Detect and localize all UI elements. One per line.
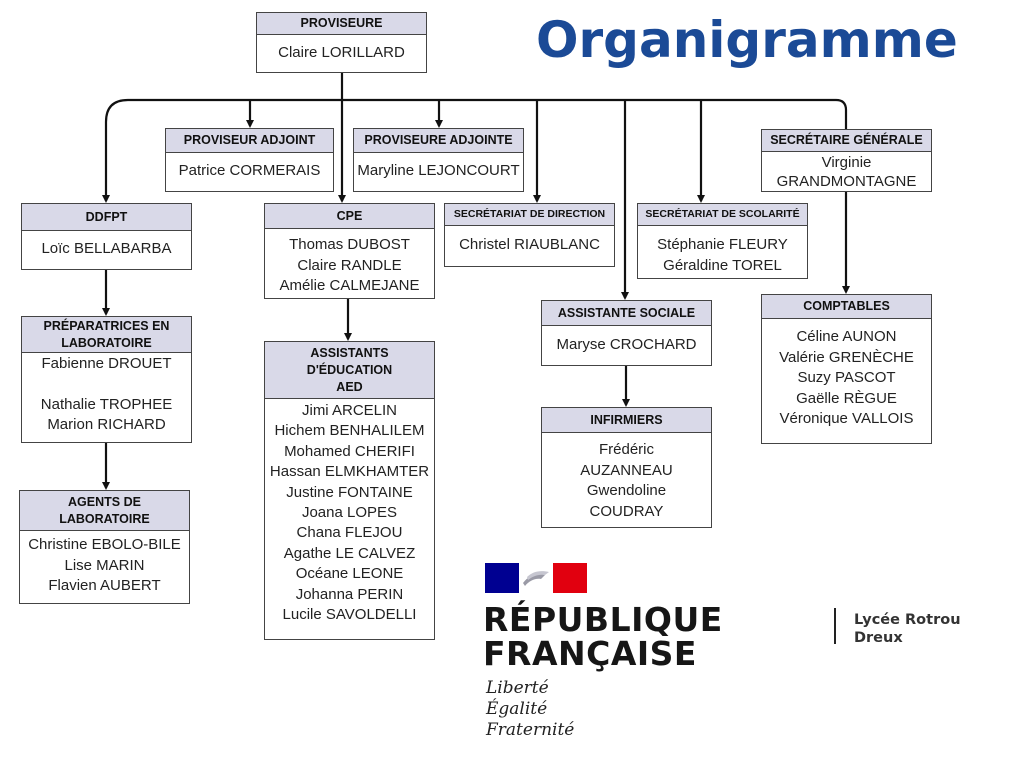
- box-cpe: CPE Thomas DUBOST Claire RANDLE Amélie C…: [264, 203, 435, 299]
- school-name: Lycée Rotrou: [854, 612, 961, 628]
- person-name: Justine FONTAINE: [286, 483, 413, 501]
- box-secretariat-direction: SECRÉTARIAT DE DIRECTION Christel RIAUBL…: [444, 203, 615, 267]
- person-name: Céline AUNON: [796, 328, 897, 345]
- person-name: Loïc BELLABARBA: [41, 240, 172, 257]
- person-name: Gaëlle RÈGUE: [796, 389, 897, 407]
- republique-francaise-logo: RÉPUBLIQUE FRANÇAISE Liberté Égalité Fra…: [476, 556, 976, 746]
- box-role-label: PROVISEUR ADJOINT: [166, 129, 333, 153]
- person-name: Patrice CORMERAIS: [178, 162, 321, 179]
- person-name: Gwendoline: [586, 482, 667, 499]
- person-name: Amélie CALMEJANE: [279, 277, 420, 294]
- person-name: Véronique VALLOIS: [779, 410, 914, 427]
- box-names: Céline AUNON Valérie GRENÈCHE Suzy PASCO…: [762, 319, 931, 430]
- person-name: AUZANNEAU: [580, 461, 673, 479]
- box-infirmiers: INFIRMIERS Frédéric AUZANNEAU Gwendoline…: [541, 407, 712, 528]
- box-names: Thomas DUBOST Claire RANDLE Amélie CALME…: [265, 229, 434, 297]
- person-name: Hichem BENHALILEM: [274, 422, 425, 440]
- box-names: Maryline LEJONCOURT: [354, 153, 523, 182]
- person-name: Lise MARIN: [64, 556, 145, 574]
- person-name: Océane LEONE: [295, 565, 404, 583]
- box-role-label: COMPTABLES: [762, 295, 931, 319]
- person-name: Lucile SAVOLDELLI: [282, 606, 417, 624]
- person-name: Joana LOPES: [301, 504, 398, 522]
- person-name: Marion RICHARD: [47, 416, 166, 433]
- box-role-label: ASSISTANTE SOCIALE: [542, 301, 711, 326]
- box-role-label: CPE: [265, 204, 434, 229]
- person-name: Claire LORILLARD: [278, 44, 405, 61]
- person-name: Thomas DUBOST: [289, 236, 410, 253]
- box-names: Fabienne DROUET Nathalie TROPHEE Marion …: [22, 353, 191, 436]
- box-role-label: SECRÉTAIRE GÉNÉRALE: [762, 130, 931, 152]
- box-role-label: SECRÉTARIAT DE SCOLARITÉ: [638, 204, 807, 226]
- box-comptables: COMPTABLES Céline AUNON Valérie GRENÈCHE…: [761, 294, 932, 444]
- motto-liberte: Liberté: [486, 678, 549, 698]
- box-secretaire-generale: SECRÉTAIRE GÉNÉRALE Virginie GRANDMONTAG…: [761, 129, 932, 192]
- person-name: Agathe LE CALVEZ: [283, 544, 416, 562]
- box-names: Patrice CORMERAIS: [166, 153, 333, 182]
- box-ddfpt: DDFPT Loïc BELLABARBA: [21, 203, 192, 270]
- box-assistante-sociale: ASSISTANTE SOCIALE Maryse CROCHARD: [541, 300, 712, 366]
- person-name: Géraldine TOREL: [663, 256, 782, 274]
- francaise-line: FRANÇAISE: [483, 634, 697, 673]
- person-name: Maryse CROCHARD: [556, 336, 697, 353]
- person-name: Christel RIAUBLANC: [459, 236, 600, 253]
- person-name: Johanna PERIN: [295, 585, 404, 603]
- person-name: Stéphanie FLEURY: [657, 236, 788, 253]
- person-name: Maryline LEJONCOURT: [357, 162, 520, 179]
- box-names: Maryse CROCHARD: [542, 326, 711, 356]
- box-names: Loïc BELLABARBA: [22, 231, 191, 260]
- box-names: Frédéric AUZANNEAU Gwendoline COUDRAY: [542, 433, 711, 522]
- box-role-label: PROVISEURE: [257, 13, 426, 35]
- republique-line: RÉPUBLIQUE: [483, 600, 723, 639]
- box-preparatrices-laboratoire: PRÉPARATRICES EN LABORATOIRE Fabienne DR…: [21, 316, 192, 443]
- box-role-label: SECRÉTARIAT DE DIRECTION: [445, 204, 614, 226]
- motto-egalite: Égalité: [486, 699, 548, 719]
- person-name: Suzy PASCOT: [797, 369, 896, 386]
- box-names: Virginie GRANDMONTAGNE: [762, 152, 931, 191]
- box-proviseure-adjointe: PROVISEURE ADJOINTE Maryline LEJONCOURT: [353, 128, 524, 192]
- person-name: Claire RANDLE: [297, 256, 402, 274]
- person-name: Jimi ARCELIN: [301, 402, 398, 419]
- box-proviseure: PROVISEURE Claire LORILLARD: [256, 12, 427, 73]
- page-title: Organigramme: [536, 11, 958, 69]
- person-name: Nathalie TROPHEE: [40, 395, 173, 413]
- person-name: Frédéric: [598, 441, 654, 458]
- box-assistants-education: ASSISTANTS D'ÉDUCATION AED Jimi ARCELIN …: [264, 341, 435, 640]
- person-name: Mohamed CHERIFI: [284, 442, 415, 460]
- box-role-label: DDFPT: [22, 204, 191, 231]
- person-name: Virginie: [821, 154, 872, 171]
- motto-fraternite: Fraternité: [486, 720, 575, 740]
- school-city: Dreux: [854, 630, 903, 646]
- box-names: Stéphanie FLEURY Géraldine TOREL: [638, 226, 807, 276]
- box-role-label: PROVISEURE ADJOINTE: [354, 129, 523, 153]
- box-agents-laboratoire: AGENTS DE LABORATOIRE Christine EBOLO-BI…: [19, 490, 190, 604]
- person-name: GRANDMONTAGNE: [776, 173, 917, 190]
- box-names: Jimi ARCELIN Hichem BENHALILEM Mohamed C…: [265, 399, 434, 625]
- box-secretariat-scolarite: SECRÉTARIAT DE SCOLARITÉ Stéphanie FLEUR…: [637, 203, 808, 279]
- connector-main-bus: [128, 98, 848, 130]
- person-name: Chana FLEJOU: [296, 524, 403, 542]
- marianne-flag-icon: [485, 563, 587, 593]
- person-name: Christine EBOLO-BILE: [28, 536, 181, 553]
- box-role-label: PRÉPARATRICES EN LABORATOIRE: [22, 317, 191, 353]
- logo-separator: [834, 608, 836, 644]
- box-names: Christine EBOLO-BILE Lise MARIN Flavien …: [20, 531, 189, 597]
- person-name: Flavien AUBERT: [48, 577, 161, 594]
- person-name: Hassan ELMKHAMTER: [269, 463, 430, 481]
- box-role-label: ASSISTANTS D'ÉDUCATION AED: [265, 342, 434, 399]
- box-proviseur-adjoint: PROVISEUR ADJOINT Patrice CORMERAIS: [165, 128, 334, 192]
- person-name: Valérie GRENÈCHE: [779, 348, 914, 366]
- box-role-label: INFIRMIERS: [542, 408, 711, 433]
- person-name-spacer: [22, 375, 191, 395]
- box-names: Christel RIAUBLANC: [445, 226, 614, 256]
- box-role-label: AGENTS DE LABORATOIRE: [20, 491, 189, 531]
- person-name: COUDRAY: [589, 502, 664, 520]
- person-name: Fabienne DROUET: [41, 355, 172, 372]
- box-names: Claire LORILLARD: [257, 35, 426, 64]
- connector-to-ddfpt: [102, 98, 129, 203]
